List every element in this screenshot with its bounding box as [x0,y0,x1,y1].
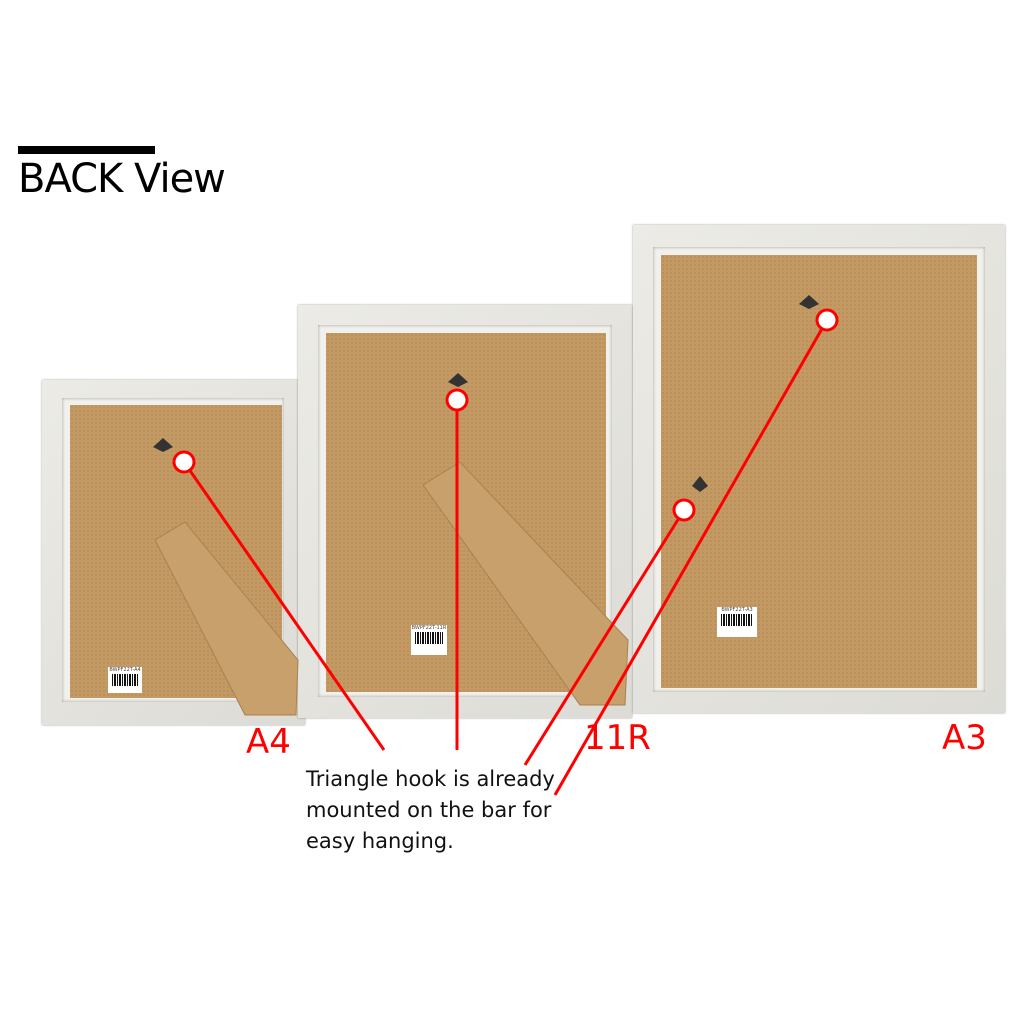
barcode-label: BWPF22T-11R [411,625,447,655]
page-title: BACK View [18,156,226,202]
pointer-line [553,319,829,796]
kickstand-a4 [154,521,299,716]
triangle-hook-icon [799,295,819,309]
kickstand-11r [422,461,629,706]
hook-marker [672,498,696,522]
hook-marker [445,388,469,412]
triangle-hook-icon [448,373,468,387]
triangle-hook-icon [153,438,173,452]
hook-marker [815,308,839,332]
title-underline [18,146,155,154]
barcode-label: BWPF22T-A4 [108,667,142,693]
triangle-hook-icon [692,476,708,492]
pointer-line [523,509,686,766]
hook-note: Triangle hook is already mounted on the … [306,767,555,853]
hook-marker [172,450,196,474]
pointer-line [182,461,386,751]
barcode-label: BWPF22T-A3 [717,607,757,637]
size-label-11r: 11R [584,718,651,758]
size-label-a4: A4 [246,722,291,762]
size-label-a3: A3 [942,718,987,758]
